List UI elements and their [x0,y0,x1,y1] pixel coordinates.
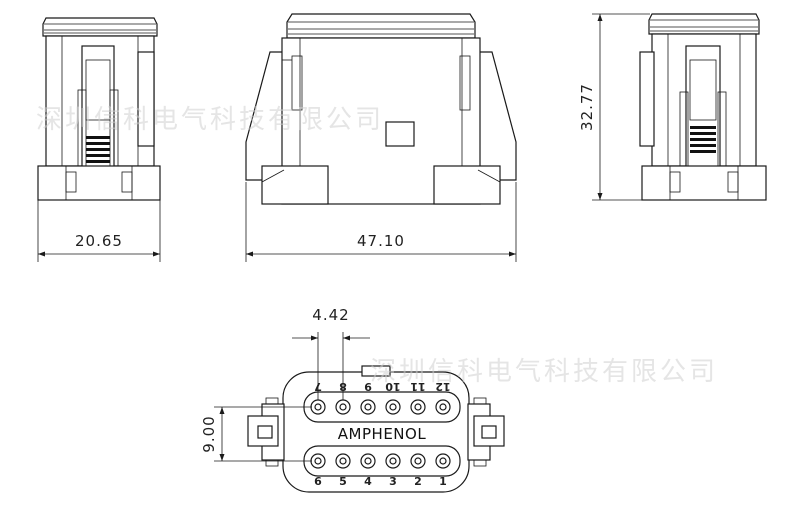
latch-grip-stripes [86,136,110,163]
dimension-face-height: 9.00 [200,415,218,452]
pin-label-4: 4 [364,475,372,488]
pin-row-bottom [310,453,451,469]
pin-label-5: 5 [339,475,347,488]
pin-label-1: 1 [439,475,447,488]
pin-label-9: 9 [364,380,372,393]
pin-label-11: 11 [410,380,425,393]
pin-label-12: 12 [435,380,450,393]
dimension-right-view-height: 32.77 [578,83,596,131]
pin-label-10: 10 [385,380,401,393]
front-view: 47.10 [245,13,517,262]
left-side-view: 20.65 [37,17,161,262]
pin-row-top [310,399,451,415]
brand-label: AMPHENOL [338,425,427,443]
watermark-top: 深圳信科电气科技有限公司 [36,105,384,135]
pin-label-2: 2 [414,475,422,488]
dimension-left-view-width: 20.65 [75,232,123,250]
bottom-row-labels: 6 5 4 3 2 1 [314,475,447,488]
pin-label-6: 6 [314,475,322,488]
connector-face-view: 7 8 9 10 11 12 AMPHENOL 6 5 4 3 2 1 4.42… [200,306,505,493]
latch-grip-stripes-right [690,126,716,153]
watermark-bottom: 深圳信科电气科技有限公司 [370,357,718,387]
dimension-front-view-width: 47.10 [357,232,405,250]
right-side-view: 32.77 [578,13,767,201]
dimension-pin-pitch: 4.42 [312,306,349,324]
pin-label-3: 3 [389,475,397,488]
